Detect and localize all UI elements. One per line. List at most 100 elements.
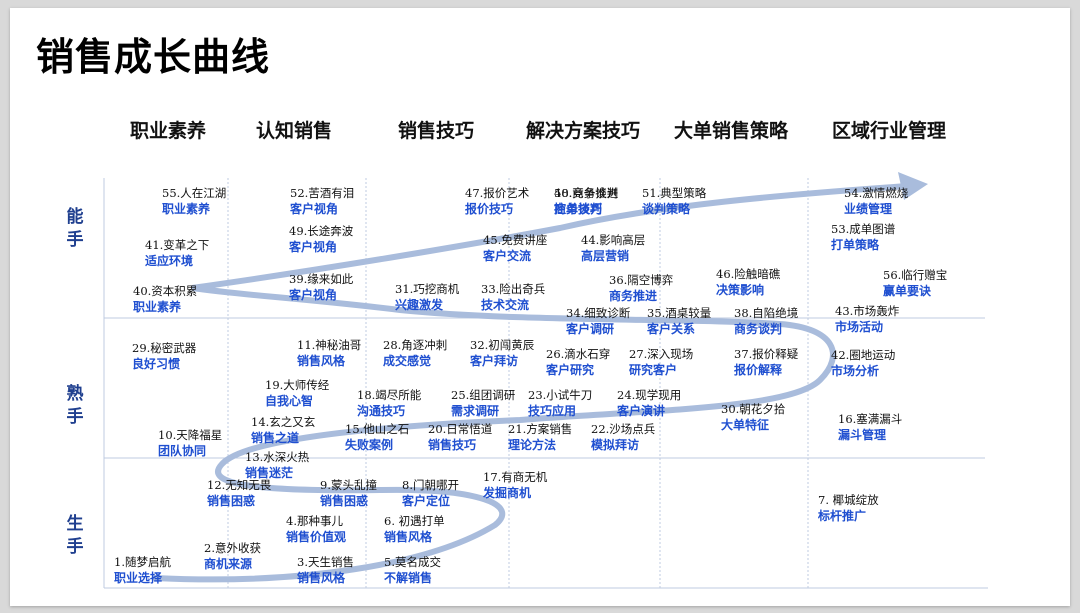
- node-name: 22.沙场点兵: [591, 422, 656, 436]
- node-tag: 销售之道: [251, 431, 300, 445]
- node-name: 47.报价艺术: [465, 186, 530, 200]
- node-name: 30.朝花夕拾: [721, 402, 786, 416]
- node-tag: 成交感觉: [383, 354, 432, 368]
- node-38: 38.自陷绝境商务谈判: [734, 305, 798, 337]
- stage-label: 销售技巧: [398, 120, 475, 142]
- stage-label: 大单销售策略: [674, 120, 789, 142]
- node-tag: 兴趣激发: [395, 298, 444, 312]
- node-tag: 销售风格: [297, 354, 346, 368]
- node-tag: 报价技巧: [465, 202, 514, 216]
- node-tag: 理论方法: [508, 438, 557, 452]
- node-22: 22.沙场点兵模拟拜访: [591, 421, 655, 453]
- node-name: 13.水深火热: [245, 450, 310, 464]
- node-name: 15.他山之石: [345, 422, 410, 436]
- node-name: 14.玄之又玄: [251, 415, 316, 429]
- node-tag: 职业素养: [133, 300, 182, 314]
- node-3: 3.天生销售销售风格: [297, 554, 354, 586]
- node-tag: 业绩管理: [844, 202, 893, 216]
- node-21: 21.方案销售理论方法: [508, 421, 572, 453]
- node-name: 33.险出奇兵: [481, 282, 546, 296]
- node-44: 44.影响高层高层营销: [581, 232, 645, 264]
- node-tag: 销售迷茫: [245, 466, 294, 480]
- stage-label: 区域行业管理: [832, 120, 947, 142]
- node-tag: 打单策略: [831, 238, 880, 252]
- node-13: 13.水深火热销售迷茫: [245, 449, 309, 481]
- node-2: 2.意外收获商机来源: [204, 540, 261, 572]
- node-name: 20.日常悟道: [428, 422, 493, 436]
- node-name: 42.圈地运动: [831, 348, 896, 362]
- node-name: 52.苦酒有泪: [290, 186, 355, 200]
- node-31: 31.巧挖商机兴趣激发: [395, 281, 459, 313]
- node-name: 45.免费讲座: [483, 233, 548, 247]
- node-25: 25.组团调研需求调研: [451, 387, 515, 419]
- node-name: 54.激情燃烧: [844, 186, 909, 200]
- node-tag: 技巧应用: [528, 404, 577, 418]
- node-23: 23.小试牛刀技巧应用: [528, 387, 592, 419]
- node-tag: 沟通技巧: [357, 404, 406, 418]
- node-tag: 谈判策略: [642, 202, 691, 216]
- node-tag: 客户关系: [647, 322, 696, 336]
- node-tag: 客户调研: [566, 322, 615, 336]
- node-20: 20.日常悟道销售技巧: [428, 421, 492, 453]
- node-35: 35.酒桌较量客户关系: [647, 305, 711, 337]
- node-41: 41.变革之下适应环境: [145, 237, 209, 269]
- node-name: 34.细致诊断: [566, 306, 631, 320]
- node-tag: 不解销售: [384, 571, 433, 585]
- node-name: 3.天生销售: [297, 555, 354, 569]
- node-name: 51.典型策略: [642, 186, 707, 200]
- node-tag: 客户演讲: [617, 404, 666, 418]
- node-tag: 研究客户: [629, 363, 678, 377]
- node-28: 28.角逐冲刺成交感觉: [383, 337, 447, 369]
- node-55: 55.人在江湖职业素养: [162, 185, 226, 217]
- node-name: 27.深入现场: [629, 347, 694, 361]
- node-8: 8.门朝哪开客户定位: [402, 477, 459, 509]
- node-tag: 发掘商机: [483, 486, 532, 500]
- node-tag: 销售技巧: [428, 438, 477, 452]
- node-10: 10.天降福星团队协同: [158, 427, 222, 459]
- growth-curve: [152, 183, 911, 583]
- level-label: 能手: [66, 207, 84, 250]
- node-27: 27.深入现场研究客户: [629, 346, 693, 378]
- node-name: 25.组团调研: [451, 388, 516, 402]
- node-4: 4.那种事儿销售价值观: [286, 513, 346, 545]
- node-name: 24.现学现用: [617, 388, 682, 402]
- node-name: 46.险触暗礁: [716, 267, 781, 281]
- node-15: 15.他山之石失败案例: [345, 421, 409, 453]
- node-name: 32.初闯黄辰: [470, 338, 535, 352]
- node-16: 16.塞满漏斗漏斗管理: [838, 411, 902, 443]
- node-11: 11.神秘油哥销售风格: [297, 337, 361, 369]
- node-50: 50.竞争谈判商务谈判: [554, 185, 618, 217]
- node-tag: 职业素养: [162, 202, 211, 216]
- slide: [10, 8, 1070, 606]
- node-tag: 大单特征: [721, 418, 770, 432]
- node-24: 24.现学现用客户演讲: [617, 387, 681, 419]
- node-name: 10.天降福星: [158, 428, 223, 442]
- node-5: 5.莫名成交不解销售: [384, 554, 441, 586]
- node-name: 43.市场轰炸: [835, 304, 900, 318]
- node-name: 48.商务推进: [554, 186, 619, 200]
- node-tag: 技术交流: [481, 298, 530, 312]
- level-label: 生手: [66, 514, 84, 557]
- node-tag: 市场活动: [835, 320, 884, 334]
- node-tag: 控单技巧: [554, 202, 603, 216]
- node-name: 37.报价释疑: [734, 347, 799, 361]
- node-name: 19.大师传经: [265, 378, 330, 392]
- node-name: 49.长途奔波: [289, 224, 354, 238]
- node-45: 45.免费讲座客户交流: [483, 232, 547, 264]
- node-43: 43.市场轰炸市场活动: [835, 303, 899, 335]
- node-name: 28.角逐冲刺: [383, 338, 448, 352]
- node-53: 53.成单图谱打单策略: [831, 221, 895, 253]
- node-39: 39.缘来如此客户视角: [289, 271, 353, 303]
- node-name: 7. 椰城绽放: [818, 493, 879, 507]
- node-29: 29.秘密武器良好习惯: [132, 340, 196, 372]
- node-name: 29.秘密武器: [132, 341, 197, 355]
- node-42: 42.圈地运动市场分析: [831, 347, 895, 379]
- node-name: 1.随梦启航: [114, 555, 171, 569]
- node-name: 56.临行赠宝: [883, 268, 948, 282]
- node-tag: 销售风格: [384, 530, 433, 544]
- node-name: 16.塞满漏斗: [838, 412, 903, 426]
- node-tag: 模拟拜访: [591, 438, 640, 452]
- node-tag: 失败案例: [345, 438, 394, 452]
- node-tag: 商务推进: [609, 289, 658, 303]
- page-title: 销售成长曲线: [36, 35, 271, 79]
